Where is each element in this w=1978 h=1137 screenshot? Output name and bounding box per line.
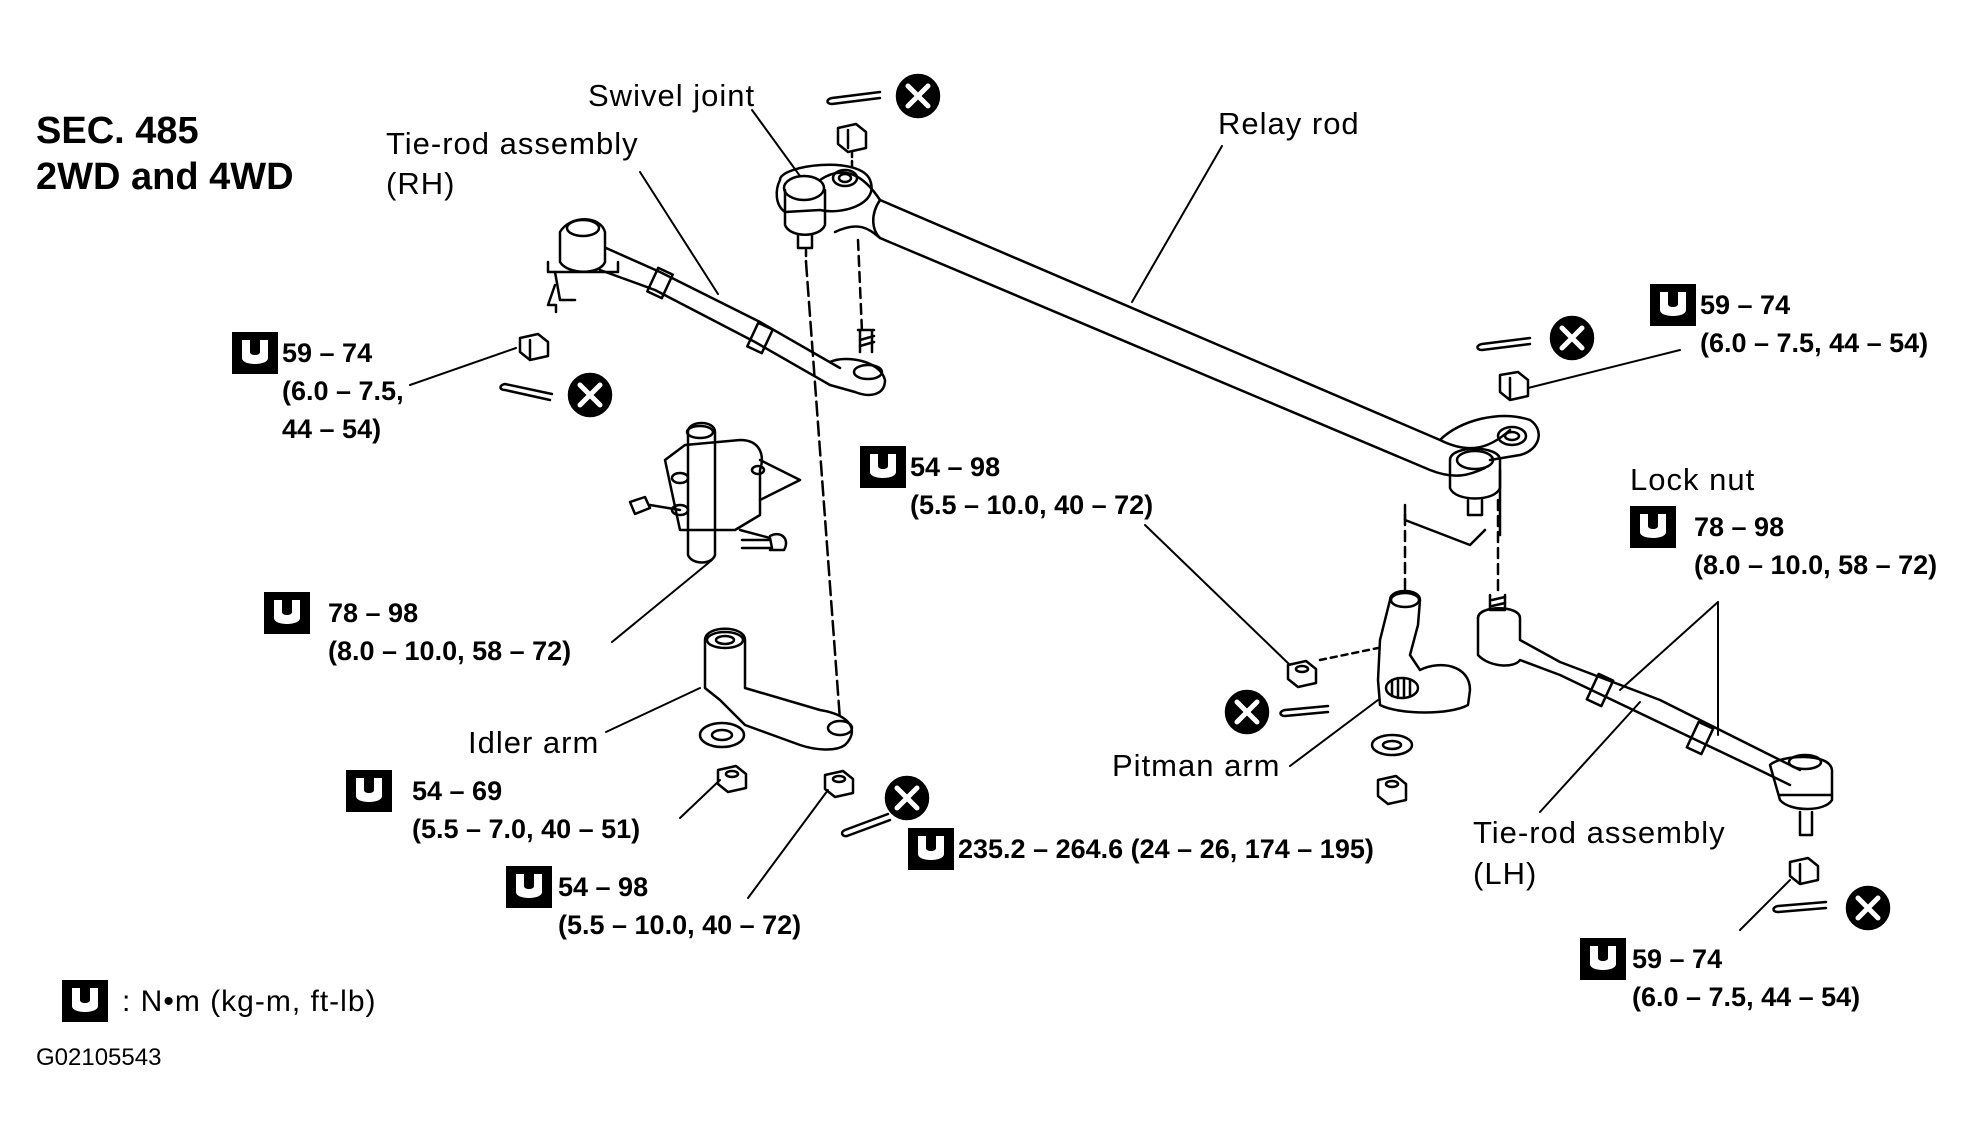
tie-rod-stud-centerline — [856, 238, 864, 334]
section-number: SEC. 485 — [36, 110, 199, 152]
torque-value-alt: (8.0 – 10.0, 58 – 72) — [328, 636, 572, 666]
torque-value-nm: 54 – 98 — [558, 872, 649, 902]
torque-wrench-icon — [62, 980, 108, 1022]
label-tie-rod-rh: Tie-rod assembly — [386, 126, 639, 161]
torque-value-nm: 78 – 98 — [328, 598, 419, 628]
do-not-reuse-icon — [567, 372, 613, 418]
cotter-pin-rh — [499, 382, 554, 402]
label-idler-arm: Idler arm — [468, 725, 600, 760]
pitman-ball-centerline — [1318, 646, 1380, 662]
pitman-arm — [1376, 589, 1472, 714]
torque-value-alt: (5.5 – 10.0, 40 – 72) — [910, 490, 1154, 520]
torque-spec-relay: 59 – 74 (6.0 – 7.5, 44 – 54) — [1700, 286, 1928, 362]
torque-spec-swivel: 54 – 98 (5.5 – 10.0, 40 – 72) — [910, 448, 1153, 524]
torque-value-alt: (8.0 – 10.0, 58 – 72) — [1694, 550, 1938, 580]
swivel-castle-nut — [836, 122, 868, 170]
torque-wrench-icon — [346, 770, 392, 812]
torque-spec-lock-nut: 78 – 98 (8.0 – 10.0, 58 – 72) — [1694, 508, 1937, 584]
cotter-pin-top — [826, 90, 882, 106]
torque-spec-rh-tierod: 59 – 74 — [282, 334, 372, 372]
pitman-break-line — [1403, 503, 1487, 547]
label-tie-rod-lh: Tie-rod assembly — [1473, 815, 1726, 850]
cotter-pin-lh — [1772, 900, 1828, 914]
pitman-nut — [1376, 774, 1408, 806]
torque-value-nm: 235.2 – 264.6 (24 – 26, 174 – 195) — [958, 834, 1374, 864]
torque-wrench-icon — [860, 446, 906, 488]
label-tie-rod-rh-side: (RH) — [386, 166, 456, 201]
torque-value-nm: 59 – 74 — [1700, 290, 1791, 320]
torque-value-nm: 54 – 98 — [910, 452, 1001, 482]
swivel-joint — [775, 163, 873, 264]
do-not-reuse-icon — [895, 73, 941, 119]
relay-rod — [818, 171, 1512, 477]
tie-rod-lh — [1476, 593, 1834, 837]
pitman-ball-nut — [1286, 659, 1318, 689]
torque-wrench-icon — [506, 866, 552, 908]
torque-value-alt: (5.5 – 7.0, 40 – 51) — [412, 814, 641, 844]
label-pitman-arm: Pitman arm — [1112, 748, 1281, 783]
label-tie-rod-lh-side: (LH) — [1473, 856, 1538, 891]
idler-bracket — [628, 421, 802, 564]
torque-value-nm: 78 – 98 — [1694, 512, 1785, 542]
label-swivel-joint: Swivel joint — [588, 78, 756, 113]
torque-spec-idler-bolt: 78 – 98 (8.0 – 10.0, 58 – 72) — [328, 594, 571, 670]
section-title: SEC. 485 2WD and 4WD — [36, 108, 294, 200]
torque-value-nm: 59 – 74 — [282, 338, 373, 368]
relay-rod-right-joint — [1438, 414, 1540, 517]
cotter-pin-pitman — [1279, 704, 1330, 718]
drive-variant: 2WD and 4WD — [36, 156, 294, 198]
torque-legend: : N•m (kg-m, ft-lb) — [122, 985, 377, 1018]
idler-lower-nut — [716, 764, 748, 794]
torque-value-alt: (5.5 – 10.0, 40 – 72) — [558, 910, 802, 940]
torque-value-alt-2: 44 – 54) — [282, 414, 382, 444]
torque-value-alt: (6.0 – 7.5, 44 – 54) — [1632, 982, 1861, 1012]
lh-tierod-castle-nut — [1788, 856, 1820, 886]
swivel-idler-centerline — [804, 260, 842, 722]
relay-castle-nut — [1498, 370, 1530, 402]
torque-spec-relay-idler: 54 – 98 (5.5 – 10.0, 40 – 72) — [558, 868, 801, 944]
torque-wrench-icon — [264, 592, 310, 634]
cotter-pin-relay — [1476, 336, 1532, 352]
label-relay-rod: Relay rod — [1218, 106, 1360, 141]
do-not-reuse-icon — [1845, 885, 1891, 931]
idler-washer — [698, 721, 746, 749]
relay-idler-nut — [823, 769, 855, 799]
torque-wrench-icon — [1630, 506, 1676, 548]
torque-wrench-icon — [908, 828, 954, 870]
idler-arm — [703, 627, 854, 751]
torque-wrench-icon — [1650, 284, 1696, 326]
torque-value-nm: 54 – 69 — [412, 776, 503, 806]
torque-value-nm: 59 – 74 — [1632, 944, 1723, 974]
torque-spec-lh-tierod: 59 – 74 (6.0 – 7.5, 44 – 54) — [1632, 940, 1860, 1016]
label-lock-nut: Lock nut — [1630, 462, 1756, 497]
torque-wrench-icon — [1580, 938, 1626, 980]
tie-rod-rh — [546, 218, 887, 397]
do-not-reuse-icon — [884, 775, 930, 821]
figure-id: G02105543 — [36, 1044, 162, 1071]
leader-lines — [409, 109, 1791, 931]
cotter-pin-idler — [840, 812, 892, 838]
do-not-reuse-icon — [1224, 689, 1270, 735]
rh-tierod-castle-nut — [518, 332, 550, 362]
torque-spec-pitman: 235.2 – 264.6 (24 – 26, 174 – 195) — [958, 830, 1374, 868]
do-not-reuse-icon — [1549, 315, 1595, 361]
torque-value-alt: (6.0 – 7.5, 44 – 54) — [1700, 328, 1929, 358]
pitman-washer — [1370, 733, 1414, 757]
torque-value-alt: (6.0 – 7.5, — [282, 376, 404, 406]
torque-spec-idler-arm: 54 – 69 (5.5 – 7.0, 40 – 51) — [412, 772, 640, 848]
torque-wrench-icon — [232, 332, 278, 374]
torque-spec-rh-tierod-alt: (6.0 – 7.5, 44 – 54) — [282, 372, 404, 448]
